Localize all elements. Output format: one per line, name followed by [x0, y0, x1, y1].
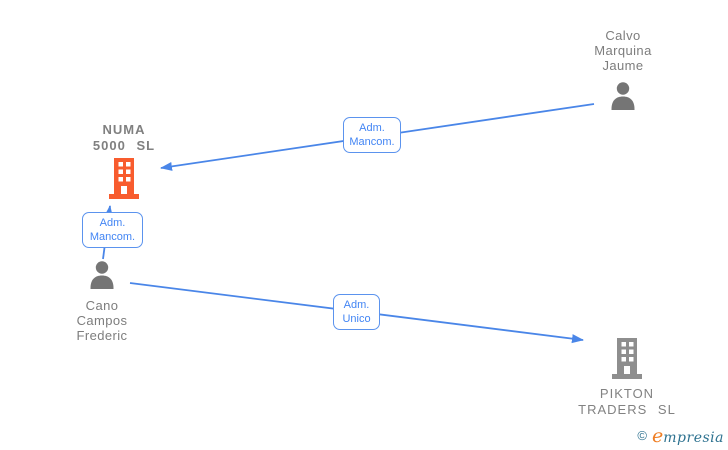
brand-initial: e: [652, 425, 664, 447]
company-name-line: NUMA: [102, 122, 146, 137]
relation-label-line: Adm.: [99, 217, 126, 229]
node-cano-campos-frederic[interactable]: Cano Campos Frederic: [52, 260, 152, 343]
relation-label-adm-mancom-cano-numa: Adm. Mancom.: [82, 212, 143, 248]
person-icon: [90, 261, 114, 289]
company-name-line: 5000 SL: [92, 137, 156, 153]
building-icon: [612, 338, 642, 379]
relation-label-line: Mancom.: [89, 231, 136, 243]
node-calvo-marquina-jaume[interactable]: Calvo Marquina Jaume: [563, 28, 683, 113]
empresia-logo[interactable]: © empresia: [637, 425, 724, 447]
brand-text: mpresia: [663, 430, 724, 446]
person-name-line: Frederic: [76, 328, 128, 343]
building-icon: [109, 158, 139, 199]
node-numa-5000-sl[interactable]: NUMA 5000 SL: [64, 122, 184, 200]
relation-label-line: Adm.: [359, 122, 385, 134]
relation-label-adm-unico-cano-pikton: Adm. Unico: [333, 294, 380, 330]
company-name-line: PIKTON: [599, 386, 655, 401]
node-pikton-traders-sl[interactable]: PIKTON TRADERS SL: [567, 333, 687, 417]
relation-label-line: Mancom.: [349, 136, 395, 148]
person-name-line: Calvo: [605, 28, 641, 43]
relation-label-adm-mancom-calvo-numa: Adm. Mancom.: [343, 117, 401, 153]
company-name-line: TRADERS SL: [578, 401, 676, 417]
person-name-line: Jaume: [602, 58, 644, 73]
person-name-line: Cano: [85, 298, 119, 313]
relation-label-line: Unico: [342, 313, 371, 325]
relation-label-line: Adm.: [343, 299, 370, 311]
person-name-line: Campos: [76, 313, 128, 328]
person-icon: [611, 82, 635, 110]
copyright-symbol: ©: [637, 428, 647, 443]
person-name-line: Marquina: [594, 43, 652, 58]
